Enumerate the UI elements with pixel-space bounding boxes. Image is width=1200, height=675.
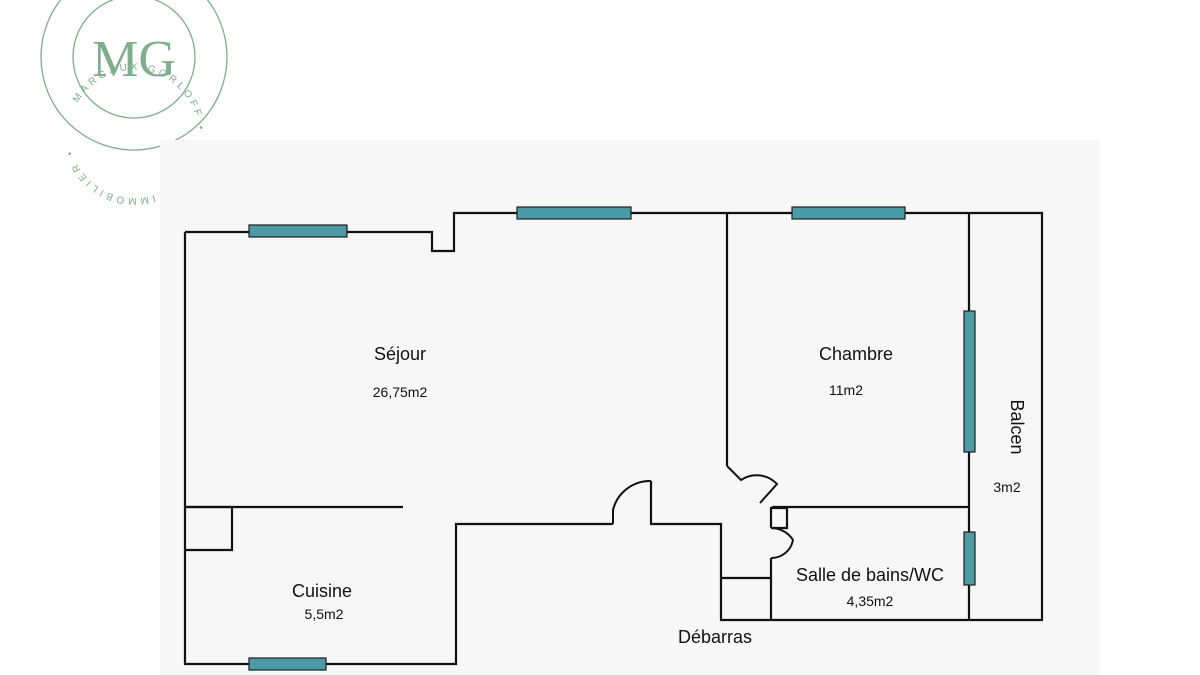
exterior-walls: [183, 211, 1044, 666]
seal-monogram: MG: [92, 31, 176, 88]
room-name-balcon: Balcen: [1007, 399, 1027, 454]
room-area-sejour: 26,75m2: [373, 384, 428, 400]
room-area-salle-de-bains: 4,35m2: [847, 593, 894, 609]
window-sejour-left: [248, 224, 348, 238]
window-cuisine: [248, 657, 327, 671]
room-area-balcon: 3m2: [993, 479, 1020, 495]
room-area-chambre: 11m2: [829, 382, 863, 398]
window-chambre-top: [791, 206, 906, 220]
bathroom-door-swing: [770, 526, 795, 560]
door-swings: [612, 465, 795, 560]
window-chambre-balcon: [963, 310, 976, 453]
seal-inner-ring: [72, 0, 196, 119]
room-name-salle-de-bains: Salle de bains/WC: [796, 565, 944, 585]
window-sejour-right: [516, 206, 632, 220]
seal-outer-ring: [40, 0, 228, 151]
windows: [248, 206, 976, 671]
window-bathroom: [963, 531, 976, 586]
room-name-chambre: Chambre: [819, 344, 893, 364]
chambre-door-swing: [726, 465, 779, 504]
room-name-debarras: Débarras: [678, 627, 752, 647]
room-area-cuisine: 5,5m2: [305, 606, 344, 622]
room-labels: Séjour 26,75m2 Chambre 11m2 Balcen 3m2 S…: [292, 344, 1027, 647]
room-name-sejour: Séjour: [374, 344, 426, 364]
entry-door-swing: [612, 479, 652, 524]
room-name-cuisine: Cuisine: [292, 581, 352, 601]
